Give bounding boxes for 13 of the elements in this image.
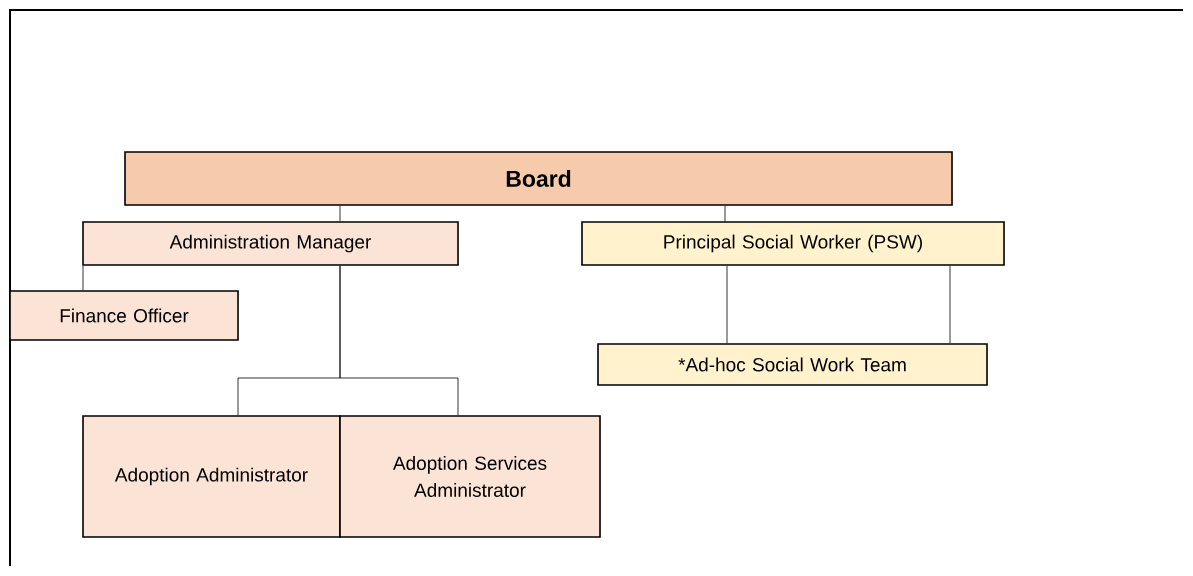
org-box: *Ad-hoc Social Work Team (597, 343, 988, 386)
org-box: Finance Officer (9, 290, 239, 341)
org-box: Adoption Services Administrator (339, 415, 601, 538)
connector-line (724, 205, 726, 222)
connector-line (82, 265, 84, 291)
connector-line (726, 265, 728, 344)
org-box: Administration Manager (82, 221, 459, 266)
org-box: Adoption Administrator (82, 415, 341, 538)
org-box: Principal Social Worker (PSW) (581, 221, 1005, 266)
connector-line (339, 205, 341, 222)
org-box: Board (124, 151, 953, 206)
connector-line (339, 265, 459, 416)
connector-line (949, 265, 951, 344)
